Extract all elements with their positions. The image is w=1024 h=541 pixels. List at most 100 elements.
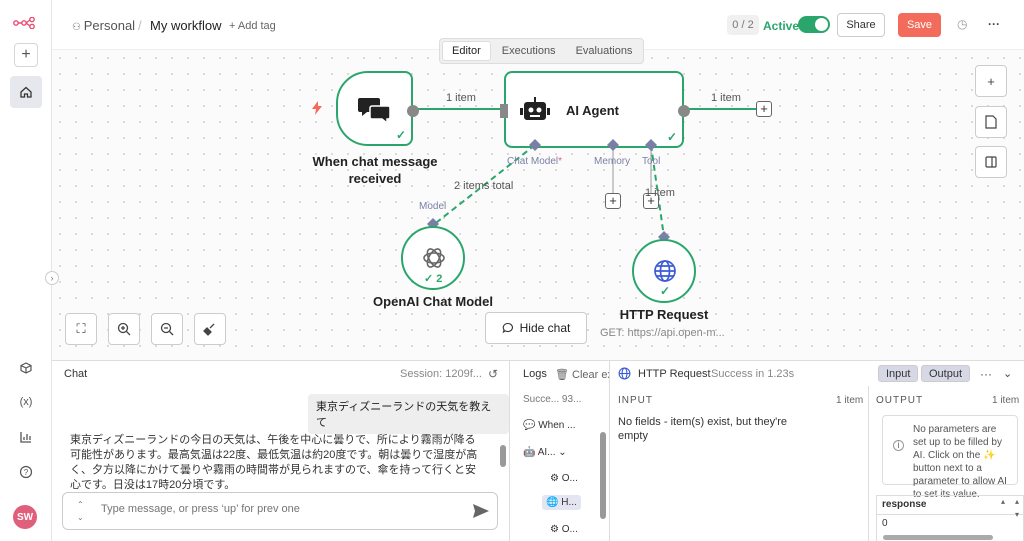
log-item-agent[interactable]: 🤖 AI... ⌄ bbox=[523, 447, 567, 458]
success-check-icon: ✓ bbox=[666, 130, 677, 144]
send-icon[interactable] bbox=[472, 503, 490, 519]
table-divider bbox=[877, 514, 1023, 515]
tab-editor[interactable]: Editor bbox=[442, 41, 491, 61]
active-label: Active bbox=[763, 19, 800, 33]
input-empty-message: No fields - item(s) exist, but they're e… bbox=[618, 416, 787, 442]
zoom-in-button[interactable] bbox=[108, 313, 140, 345]
chat-title: Chat bbox=[64, 368, 88, 380]
detail-status: Success in 1.23s bbox=[711, 368, 795, 380]
chat-scrollbar[interactable] bbox=[500, 445, 506, 467]
chat-trigger-label: When chat message received bbox=[312, 154, 438, 186]
memory-handle[interactable] bbox=[607, 139, 619, 151]
create-button[interactable]: + bbox=[14, 43, 38, 67]
history-icon[interactable]: ◷ bbox=[957, 17, 968, 31]
run-count-badge: ✓ 2 bbox=[424, 273, 443, 285]
note-icon bbox=[985, 115, 997, 129]
version-counter[interactable]: 0 / 2 bbox=[727, 15, 759, 35]
memory-label: Memory bbox=[594, 156, 631, 167]
clear-execution-button[interactable]: 🗑 Clear exec bbox=[555, 369, 609, 381]
tool-label: Tool bbox=[642, 156, 661, 167]
more-options-icon[interactable]: ··· bbox=[988, 17, 1000, 31]
output-item-count: 1 item bbox=[992, 395, 1020, 406]
session-id[interactable]: Session: 1209f... bbox=[400, 368, 482, 380]
more-options-icon[interactable]: ··· bbox=[980, 367, 992, 381]
history-arrows-icon[interactable]: ⌃⌄ bbox=[77, 500, 84, 522]
chat-panel: Chat Session: 1209f... ↺ 東京ディズニーランドの天気を教… bbox=[52, 361, 510, 541]
output-toggle[interactable]: Output bbox=[921, 365, 971, 382]
collapse-icon[interactable]: ⌄ bbox=[1003, 368, 1013, 380]
left-sidebar: + (x) ? SW bbox=[0, 0, 52, 541]
log-item-trigger[interactable]: 💬 When ... bbox=[523, 420, 576, 431]
scroll-up-icon[interactable]: ▴ bbox=[1015, 497, 1020, 506]
output-handle[interactable] bbox=[406, 104, 420, 118]
help-icon: ? bbox=[19, 465, 33, 479]
chat-message-input[interactable] bbox=[101, 503, 461, 515]
response-column-header: response bbox=[882, 499, 927, 510]
tool-handle[interactable] bbox=[645, 139, 657, 151]
fit-view-button[interactable]: ⛶ bbox=[65, 313, 97, 345]
active-toggle[interactable] bbox=[798, 16, 830, 33]
collapse-sidebar-icon[interactable]: › bbox=[45, 271, 59, 285]
add-tool-button[interactable]: + bbox=[643, 193, 659, 209]
table-hscrollbar[interactable] bbox=[883, 535, 993, 540]
user-message: 東京ディズニーランドの天気を教えて bbox=[308, 394, 509, 434]
log-item-openai-2[interactable]: ⚙ O... bbox=[550, 524, 578, 535]
success-check-icon: ✓ bbox=[660, 284, 671, 298]
tab-executions[interactable]: Executions bbox=[501, 45, 556, 57]
globe-icon bbox=[654, 260, 676, 282]
hide-chat-button[interactable]: Hide chat bbox=[485, 312, 587, 344]
detail-node-name: HTTP Request bbox=[638, 368, 711, 380]
log-item-http[interactable]: 🌐 H... bbox=[542, 495, 581, 510]
templates-button[interactable] bbox=[10, 352, 42, 384]
variables-button[interactable]: (x) bbox=[10, 386, 42, 418]
chat-model-label: Chat Model* bbox=[507, 156, 563, 167]
home-button[interactable] bbox=[10, 76, 42, 108]
svg-text:?: ? bbox=[24, 468, 29, 477]
zoom-out-button[interactable] bbox=[151, 313, 183, 345]
workflow-name[interactable]: My workflow bbox=[150, 18, 222, 33]
save-button[interactable]: Save bbox=[898, 13, 941, 37]
sticky-note-button[interactable] bbox=[975, 106, 1007, 138]
insights-button[interactable] bbox=[10, 421, 42, 453]
box-icon bbox=[20, 362, 32, 374]
toggle-panel-button[interactable] bbox=[975, 146, 1007, 178]
n8n-logo-icon[interactable] bbox=[13, 17, 39, 29]
chat-trigger-node[interactable]: ✓ bbox=[336, 71, 419, 146]
sort-icon[interactable]: ▴ bbox=[1001, 497, 1006, 506]
breadcrumb-project[interactable]: ⚇ Personal bbox=[72, 18, 135, 33]
logs-scrollbar[interactable] bbox=[600, 432, 606, 519]
input-item-count: 1 item bbox=[836, 395, 864, 406]
panel-icon bbox=[985, 156, 997, 168]
add-node-panel-button[interactable]: + bbox=[975, 65, 1007, 97]
info-icon: i bbox=[893, 440, 904, 451]
tab-evaluations[interactable]: Evaluations bbox=[575, 45, 633, 57]
input-handle[interactable] bbox=[500, 104, 508, 118]
ai-agent-node[interactable]: AI Agent ✓ bbox=[500, 71, 690, 148]
user-avatar[interactable]: SW bbox=[13, 505, 37, 529]
scroll-down-icon[interactable]: ▾ bbox=[1015, 510, 1020, 519]
share-button[interactable]: Share bbox=[837, 13, 885, 37]
add-node-button[interactable]: + bbox=[756, 101, 772, 117]
add-memory-button[interactable]: + bbox=[605, 193, 621, 209]
ai-agent-title: AI Agent bbox=[566, 103, 619, 118]
output-heading: OUTPUT bbox=[876, 395, 924, 406]
chat-bubbles-icon bbox=[358, 98, 391, 123]
chat-input-box: ⌃⌄ bbox=[62, 492, 498, 530]
chat-model-handle[interactable] bbox=[529, 139, 541, 151]
help-button[interactable]: ? bbox=[10, 456, 42, 488]
log-item-openai-1[interactable]: ⚙ O... bbox=[550, 473, 578, 484]
logs-title: Logs bbox=[523, 368, 547, 380]
http-request-node[interactable]: ✓ bbox=[632, 239, 696, 303]
reset-session-icon[interactable]: ↺ bbox=[488, 367, 499, 381]
openai-chat-model-node[interactable]: ✓ 2 bbox=[401, 226, 465, 290]
response-value: 0 bbox=[882, 518, 888, 529]
connections bbox=[413, 108, 758, 238]
openai-icon: ⚙ bbox=[550, 473, 562, 484]
tidy-up-button[interactable] bbox=[194, 313, 226, 345]
bottom-panels: Chat Session: 1209f... ↺ 東京ディズニーランドの天気を教… bbox=[52, 360, 1024, 541]
workflow-canvas[interactable]: Editor Executions Evaluations ✓ When cha… bbox=[52, 38, 1024, 360]
add-tag-link[interactable]: + Add tag bbox=[229, 20, 276, 32]
input-toggle[interactable]: Input bbox=[878, 365, 919, 382]
output-handle[interactable] bbox=[677, 104, 691, 118]
variables-icon: (x) bbox=[19, 396, 33, 408]
